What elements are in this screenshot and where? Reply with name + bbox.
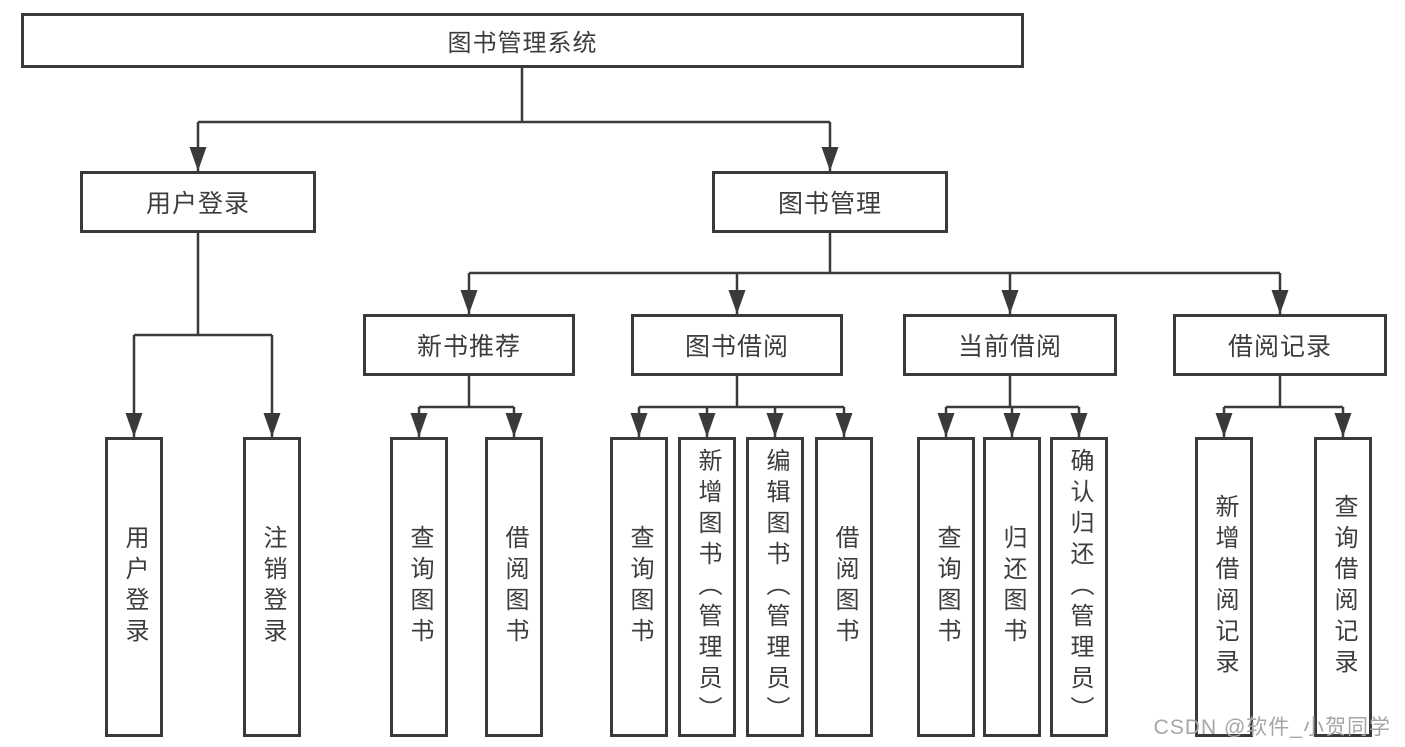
watermark-text: CSDN @软件_小贺同学 <box>1153 716 1391 739</box>
connector-user-login-trunk <box>134 233 272 337</box>
leaf-user-login: 用户登录 <box>105 437 163 737</box>
node-user-login: 用户登录 <box>80 171 316 233</box>
leaf-cb-return-books: 归还图书 <box>983 437 1041 737</box>
node-label: 确认归还（管理员） <box>1066 447 1093 727</box>
leaf-logout: 注销登录 <box>243 437 301 737</box>
node-current-borrowing: 当前借阅 <box>903 314 1117 376</box>
leaf-bb-query-books: 查询图书 <box>610 437 668 737</box>
leaf-nb-borrow-books: 借阅图书 <box>485 437 543 737</box>
node-label: 查询图书 <box>626 525 653 649</box>
leaf-bb-borrow-books: 借阅图书 <box>815 437 873 737</box>
node-label: 用户登录 <box>121 525 148 649</box>
node-book-management: 图书管理 <box>712 171 948 233</box>
node-label: 注销登录 <box>259 525 286 649</box>
leaf-nb-query-books: 查询图书 <box>390 437 448 737</box>
node-label: 图书管理 <box>777 190 882 218</box>
node-label: 新增借阅记录 <box>1211 494 1238 680</box>
connector-new-books-trunk <box>419 376 514 409</box>
node-label: 当前借阅 <box>957 333 1062 361</box>
node-label: 借阅记录 <box>1227 333 1332 361</box>
leaf-br-add-record: 新增借阅记录 <box>1195 437 1253 737</box>
node-label: 图书借阅 <box>684 333 789 361</box>
node-label: 查询借阅记录 <box>1330 494 1357 680</box>
node-label: 查询图书 <box>406 525 433 649</box>
node-book-borrowing: 图书借阅 <box>631 314 843 376</box>
node-label: 图书管理系统 <box>447 30 598 57</box>
node-label: 新书推荐 <box>416 333 521 361</box>
node-label: 归还图书 <box>999 525 1026 649</box>
connector-borrowing-records-trunk <box>1224 376 1343 409</box>
leaf-cb-query-books: 查询图书 <box>917 437 975 737</box>
connector-root-trunk <box>198 68 830 124</box>
node-borrowing-records: 借阅记录 <box>1173 314 1387 376</box>
connector-book-borrowing-trunk <box>639 376 844 409</box>
node-label: 借阅图书 <box>501 525 528 649</box>
connector-book-management-trunk <box>469 233 1280 275</box>
connector-current-borrowing-trunk <box>946 376 1079 409</box>
node-label: 查询图书 <box>933 525 960 649</box>
leaf-br-query-record: 查询借阅记录 <box>1314 437 1372 737</box>
node-new-book-recommendation: 新书推荐 <box>363 314 575 376</box>
leaf-bb-edit-books-admin: 编辑图书（管理员） <box>746 437 804 737</box>
node-label: 借阅图书 <box>831 525 858 649</box>
leaf-bb-add-books-admin: 新增图书（管理员） <box>678 437 736 737</box>
node-root-book-management-system: 图书管理系统 <box>21 13 1024 68</box>
node-label: 编辑图书（管理员） <box>762 447 789 727</box>
node-label: 用户登录 <box>145 190 250 218</box>
node-label: 新增图书（管理员） <box>694 447 721 727</box>
leaf-cb-confirm-return-admin: 确认归还（管理员） <box>1050 437 1108 737</box>
